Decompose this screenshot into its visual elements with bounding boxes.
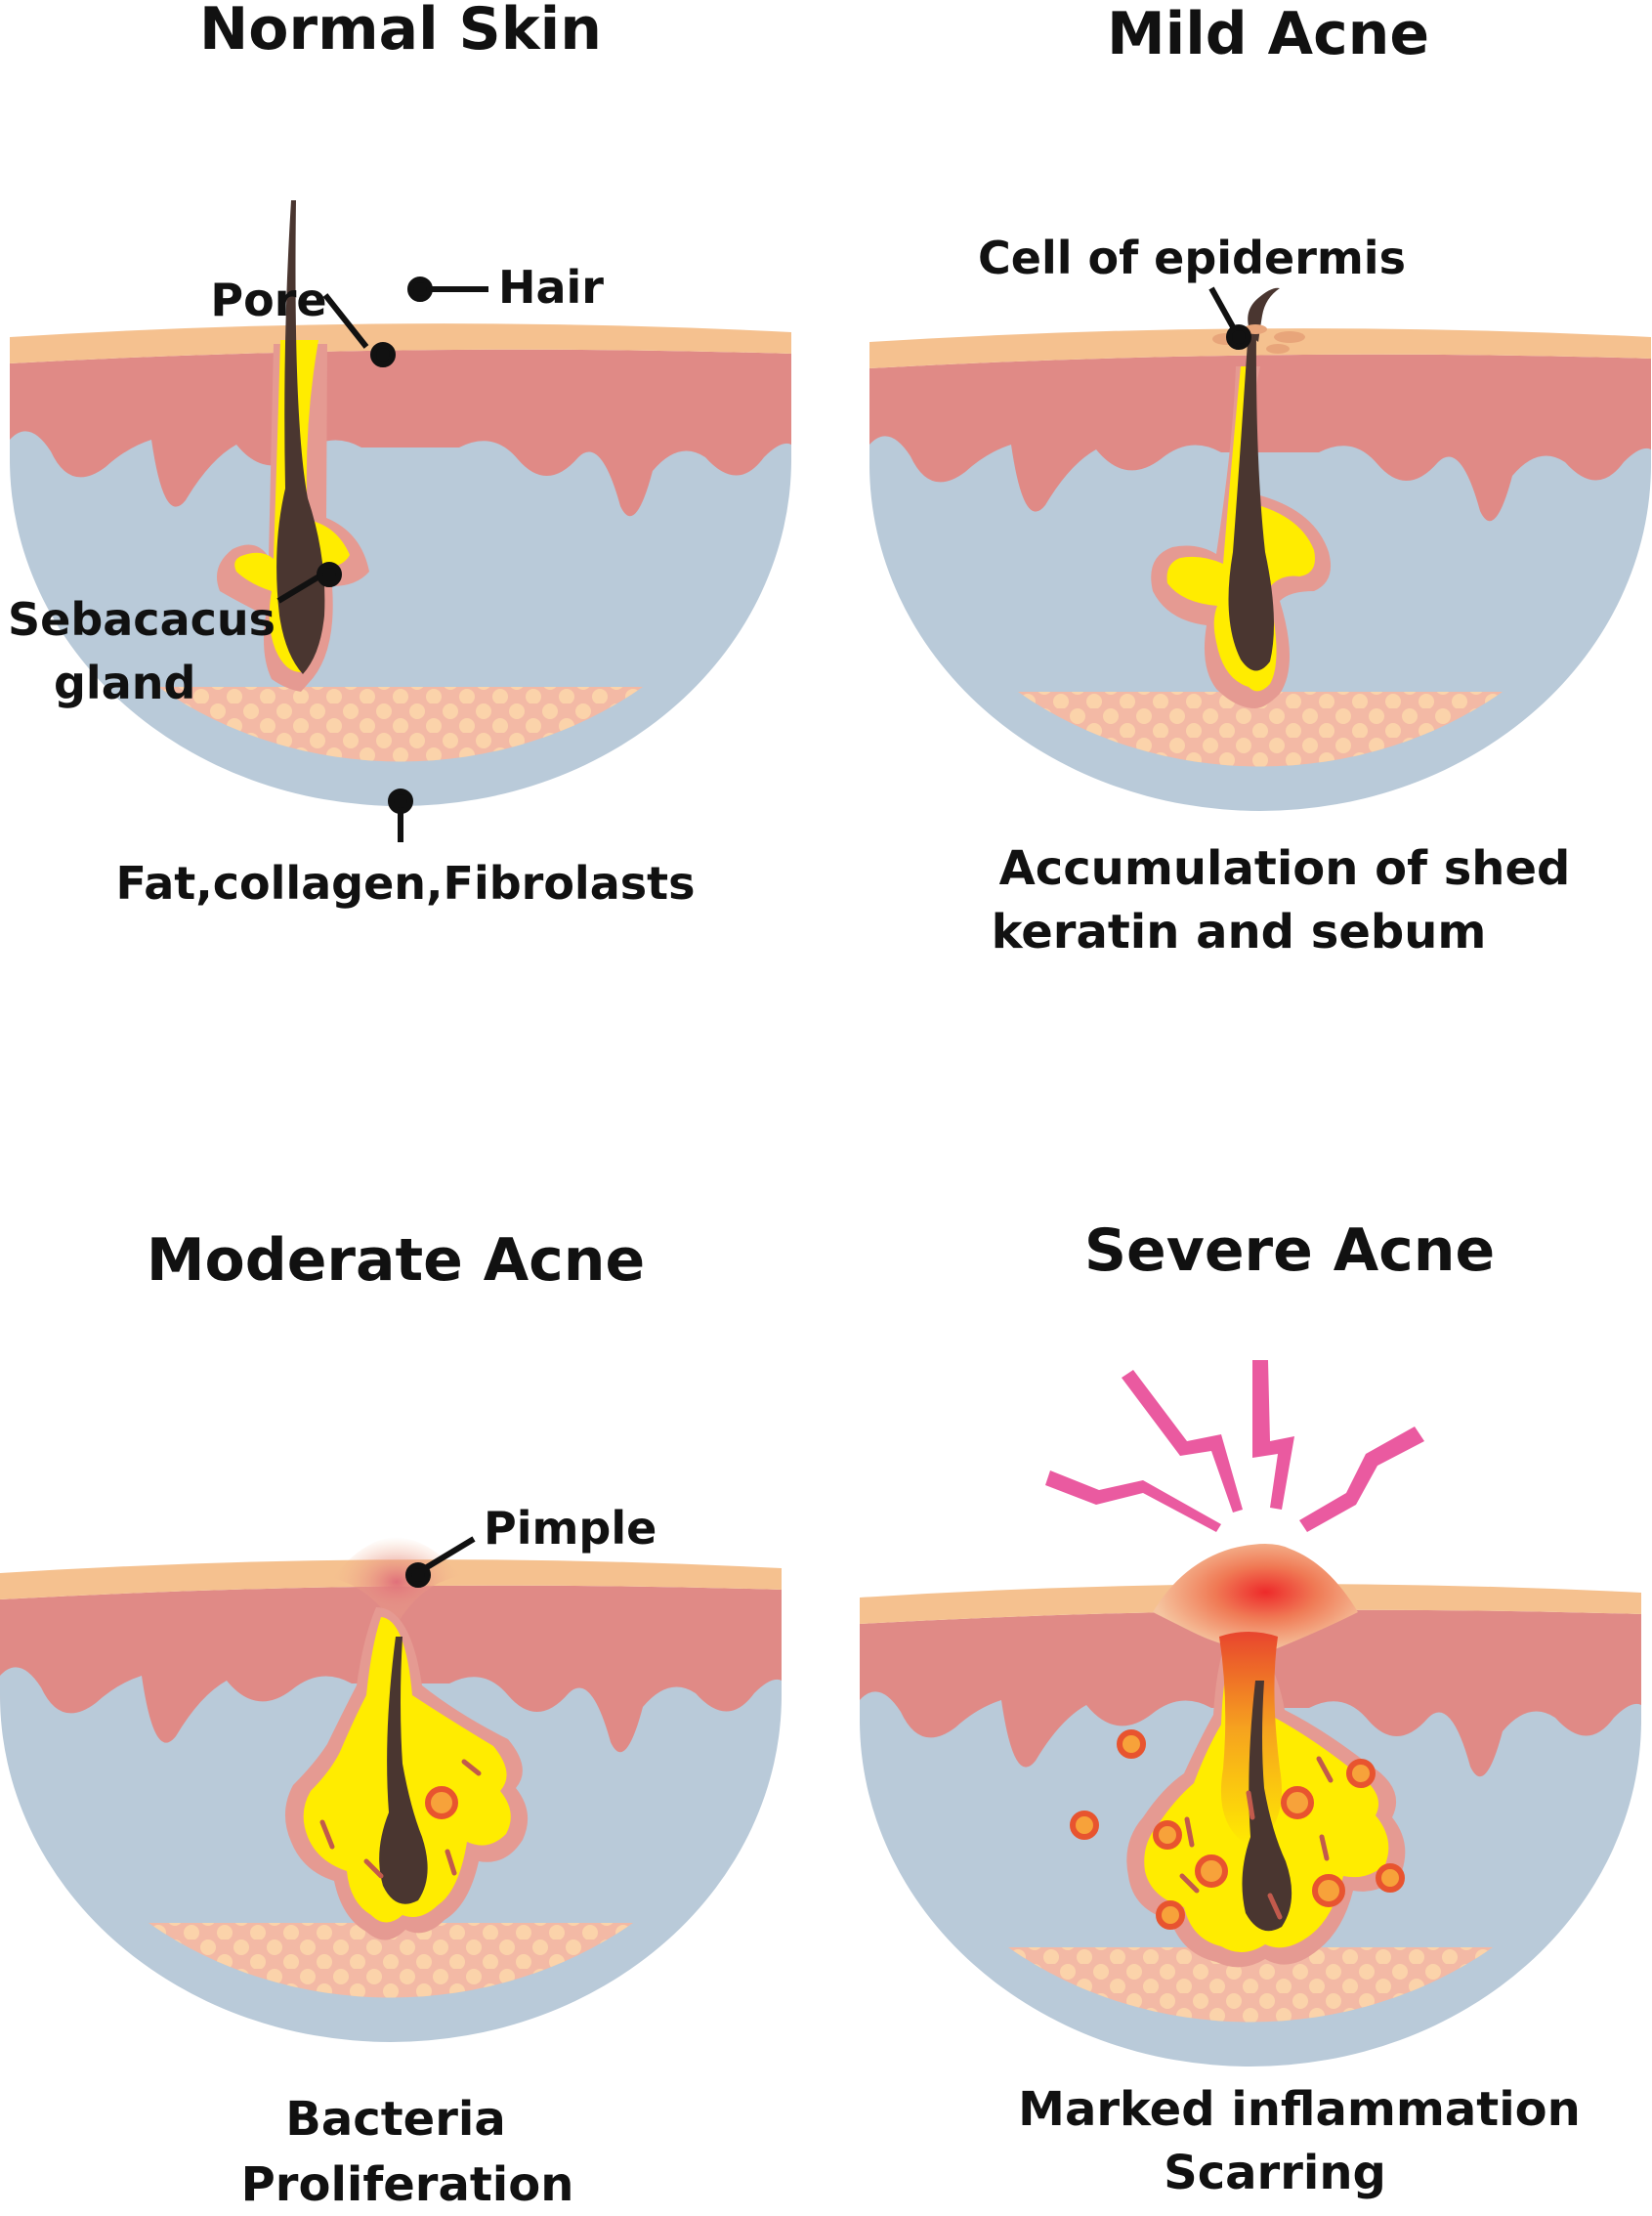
panel-title: Normal Skin	[199, 0, 602, 64]
pimple-label: Pimple	[484, 1502, 657, 1555]
panel-severe-acne: Severe Acne	[860, 1216, 1641, 2200]
panel-title: Severe Acne	[1084, 1216, 1495, 1285]
hair-label: Hair	[498, 261, 604, 314]
debris-marks	[1179, 1756, 1334, 1920]
caption-line-1: Marked inflammation	[1018, 2082, 1581, 2137]
bacterium	[425, 1786, 458, 1819]
bacteria-cluster	[1070, 1729, 1405, 1930]
debris-marks	[319, 1759, 482, 1879]
pain-burst-icon	[1045, 1360, 1424, 1532]
panel-title: Mild Acne	[1107, 0, 1429, 68]
caption-line-1: Bacteria	[285, 2092, 505, 2147]
hair-strand	[1242, 1681, 1292, 1932]
panel-normal-skin: Normal Skin Pore Hair Sebacacus gland Fa…	[8, 0, 791, 910]
moderate-leaders	[405, 1536, 476, 1588]
normal-leaders	[276, 277, 488, 842]
caption-line-2: Proliferation	[241, 2157, 574, 2211]
panel-mild-acne: Mild Acne Cell of epidermis Accumulation…	[869, 0, 1651, 959]
gland-label-line-2: gland	[54, 657, 195, 709]
caption-line-2: Scarring	[1164, 2146, 1386, 2200]
pore-label: Pore	[210, 274, 326, 326]
gland-label-line-1: Sebacacus	[8, 593, 275, 646]
hair-strand	[379, 1637, 428, 1904]
fat-label: Fat,collagen,Fibrolasts	[116, 857, 696, 910]
skin-cross-section	[860, 1544, 1641, 2067]
inflamed-boil	[1153, 1544, 1358, 1651]
pimple-bump	[332, 1537, 461, 1627]
caption-line-1: Accumulation of shed	[999, 841, 1571, 896]
skin-cross-section	[0, 1537, 782, 2042]
hair-strand	[276, 200, 325, 674]
skin-cross-section	[10, 200, 791, 806]
skin-cross-section	[869, 287, 1651, 811]
cell-of-epidermis-label: Cell of epidermis	[978, 232, 1406, 284]
hair-strand	[1228, 327, 1274, 671]
panel-title: Moderate Acne	[147, 1226, 645, 1295]
caption-line-2: keratin and sebum	[992, 905, 1487, 959]
mild-leaders	[1208, 286, 1251, 350]
panel-moderate-acne: Moderate Acne Pimple Bacteria Prol	[0, 1226, 782, 2212]
